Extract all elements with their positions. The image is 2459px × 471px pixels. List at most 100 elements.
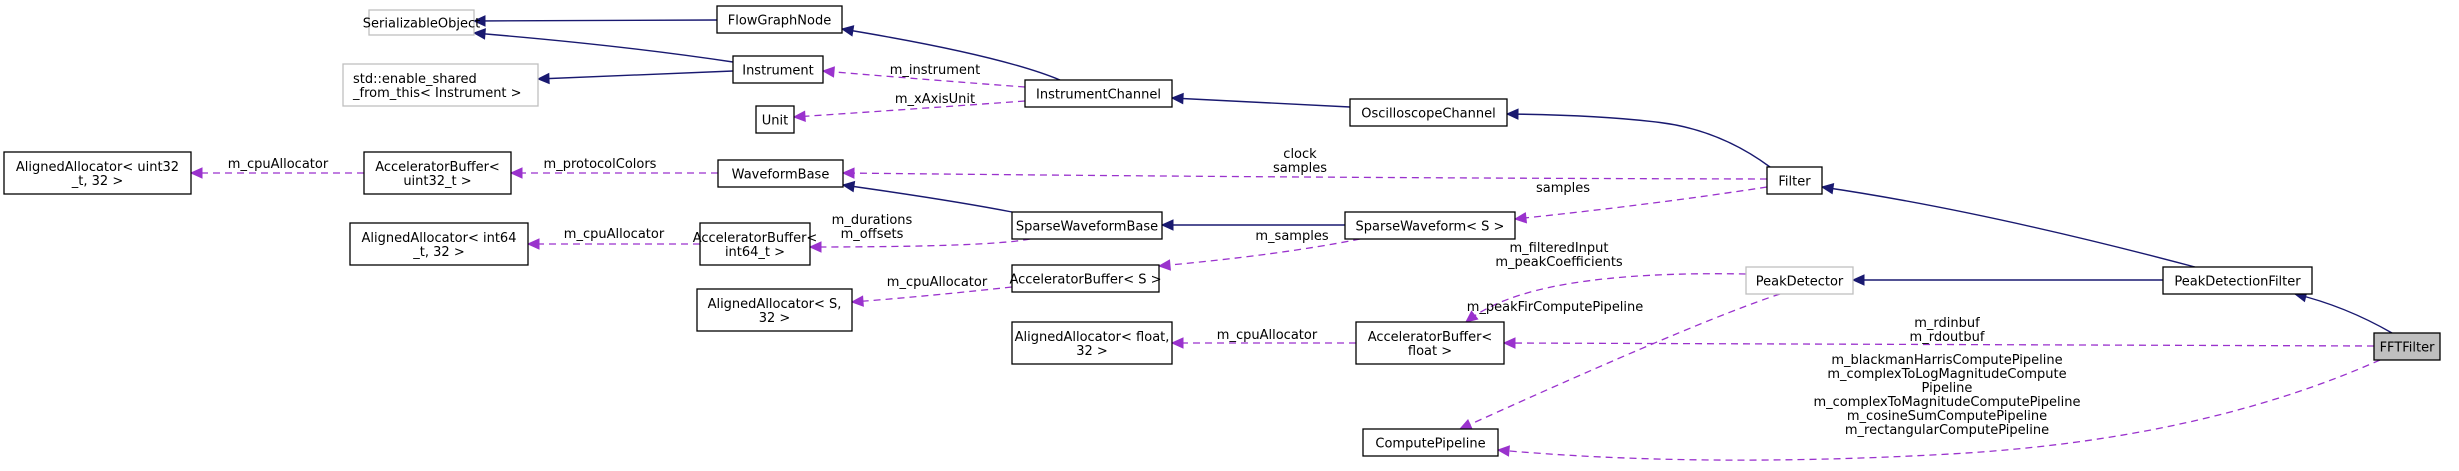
class-name: SparseWaveformBase bbox=[1016, 220, 1158, 235]
class-node-aligned_int64[interactable]: AlignedAllocator< int64_t, 32 > bbox=[349, 222, 529, 266]
edge-label-line: m_samples bbox=[1255, 229, 1328, 244]
edge-label-line: m_cpuAllocator bbox=[228, 157, 329, 172]
class-node-accel_int64[interactable]: AcceleratorBuffer<int64_t > bbox=[693, 222, 818, 266]
class-name-line: int64_t > bbox=[725, 245, 785, 260]
edge-label: m_samples bbox=[1255, 229, 1328, 244]
arrowhead-icon bbox=[1157, 259, 1171, 271]
class-name-line: 32 > bbox=[759, 311, 791, 326]
class-node-serializable[interactable]: SerializableObject bbox=[363, 9, 480, 36]
class-node-flowgraphnode[interactable]: FlowGraphNode bbox=[716, 5, 843, 34]
class-name-line: WaveformBase bbox=[732, 168, 830, 183]
arrowhead-icon bbox=[536, 72, 550, 85]
class-node-peakdetectionfilter[interactable]: PeakDetectionFilter bbox=[2162, 266, 2313, 295]
member-edge bbox=[822, 70, 1026, 88]
class-node-sparsewaveform[interactable]: SparseWaveform< S > bbox=[1344, 211, 1516, 240]
edge-label-line: m_rdoutbuf bbox=[1910, 330, 1985, 345]
arrowhead-icon bbox=[821, 66, 835, 78]
class-node-aligned_float[interactable]: AlignedAllocator< float,32 > bbox=[1011, 321, 1173, 365]
edge-oscilloscopechannel-to-instrumentchannel bbox=[1170, 92, 1351, 108]
class-node-peakdetector[interactable]: PeakDetector bbox=[1745, 266, 1854, 295]
class-name: PeakDetectionFilter bbox=[2174, 275, 2301, 290]
edge-label-line: samples bbox=[1273, 161, 1327, 176]
class-name-line: AcceleratorBuffer< bbox=[1368, 330, 1493, 345]
edge-label-line: clock bbox=[1283, 147, 1317, 162]
class-node-computepipeline[interactable]: ComputePipeline bbox=[1362, 428, 1499, 457]
class-node-accel_uint32[interactable]: AcceleratorBuffer<uint32_t > bbox=[363, 151, 512, 195]
arrowhead-icon bbox=[1160, 219, 1174, 231]
class-box bbox=[1355, 321, 1505, 365]
class-name: Instrument bbox=[742, 64, 814, 79]
class-node-instrumentchannel[interactable]: InstrumentChannel bbox=[1024, 79, 1173, 108]
class-box bbox=[2373, 332, 2441, 361]
class-node-filter[interactable]: Filter bbox=[1766, 166, 1823, 195]
arrowhead-icon bbox=[1513, 212, 1528, 224]
class-box bbox=[1011, 321, 1173, 365]
inheritance-edge bbox=[1171, 97, 1351, 108]
edge-label: m_peakFirComputePipeline bbox=[1467, 300, 1644, 315]
class-node-aligned_uint32[interactable]: AlignedAllocator< uint32_t, 32 > bbox=[3, 151, 192, 195]
inheritance-edge bbox=[1821, 186, 2196, 268]
class-box bbox=[716, 5, 843, 34]
edge-label-line: m_peakFirComputePipeline bbox=[1467, 300, 1644, 315]
edge-label-line: m_cpuAllocator bbox=[564, 227, 665, 242]
edge-label-line: m_protocolColors bbox=[544, 157, 657, 172]
class-box bbox=[1344, 211, 1516, 240]
class-name-line: Unit bbox=[762, 114, 788, 129]
class-node-unit[interactable]: Unit bbox=[755, 105, 795, 134]
class-name: SparseWaveform< S > bbox=[1356, 220, 1505, 235]
arrowhead-icon bbox=[1170, 337, 1184, 349]
class-node-instrument[interactable]: Instrument bbox=[732, 55, 824, 84]
edge-label-line: m_blackmanHarrisComputePipeline bbox=[1831, 353, 2062, 368]
class-node-enable_shared[interactable]: std::enable_shared_from_this< Instrument… bbox=[342, 63, 539, 107]
edge-sparsewaveformbase-to-waveformbase bbox=[841, 180, 1013, 213]
class-name: std::enable_shared_from_this< Instrument… bbox=[352, 72, 522, 101]
member-edge bbox=[1497, 359, 2381, 461]
class-name-line: SparseWaveformBase bbox=[1016, 220, 1158, 235]
class-node-accel_s[interactable]: AcceleratorBuffer< S > bbox=[1009, 264, 1162, 293]
arrowhead-icon bbox=[526, 238, 540, 250]
edge-label: m_cpuAllocator bbox=[1217, 328, 1318, 343]
nodes-layer: SerializableObject FlowGraphNodestd::enab… bbox=[3, 5, 2441, 457]
class-node-sparsewaveformbase[interactable]: SparseWaveformBase bbox=[1011, 211, 1163, 240]
edge-instrumentchannel-to-instrument bbox=[821, 66, 1026, 88]
class-box bbox=[342, 63, 539, 107]
class-node-aligned_s[interactable]: AlignedAllocator< S,32 > bbox=[696, 288, 853, 332]
class-box bbox=[2162, 266, 2313, 295]
class-name-line: 32 > bbox=[1076, 344, 1108, 359]
edge-waveformbase-to-accel_uint32 bbox=[509, 167, 718, 179]
class-name: FlowGraphNode bbox=[728, 14, 831, 29]
member-edge bbox=[1503, 342, 2375, 347]
edges-layer bbox=[189, 15, 2393, 461]
class-name: PeakDetector bbox=[1756, 275, 1844, 290]
edge-label-line: m_instrument bbox=[890, 63, 980, 78]
class-name: AlignedAllocator< uint32_t, 32 > bbox=[16, 160, 179, 189]
edge-filter-to-waveformbase bbox=[841, 167, 1768, 180]
edge-label: m_cpuAllocator bbox=[887, 275, 988, 290]
class-name-line: AcceleratorBuffer< bbox=[375, 160, 500, 175]
class-name-line: uint32_t > bbox=[403, 174, 471, 189]
member-edge bbox=[1465, 273, 1747, 323]
class-node-waveformbase[interactable]: WaveformBase bbox=[717, 159, 844, 188]
arrowhead-icon bbox=[189, 167, 203, 179]
arrowhead-icon bbox=[1820, 182, 1835, 195]
class-node-accel_float[interactable]: AcceleratorBuffer<float > bbox=[1355, 321, 1505, 365]
class-name: FFTFilter bbox=[2380, 341, 2436, 356]
class-box bbox=[699, 222, 811, 266]
edge-label-line: m_complexToLogMagnitudeCompute bbox=[1827, 367, 2066, 382]
class-name-line: InstrumentChannel bbox=[1036, 88, 1161, 103]
class-name-line: _t, 32 > bbox=[412, 245, 464, 260]
member-edge bbox=[809, 238, 1031, 248]
member-edge bbox=[793, 100, 1026, 118]
arrowhead-icon bbox=[1496, 445, 1510, 457]
class-name-line: Filter bbox=[1778, 175, 1811, 190]
class-box bbox=[3, 151, 192, 195]
class-name-line: SparseWaveform< S > bbox=[1356, 220, 1505, 235]
class-box bbox=[1349, 98, 1508, 127]
class-node-oscilloscopechannel[interactable]: OscilloscopeChannel bbox=[1349, 98, 1508, 127]
member-edge bbox=[1158, 238, 1361, 267]
